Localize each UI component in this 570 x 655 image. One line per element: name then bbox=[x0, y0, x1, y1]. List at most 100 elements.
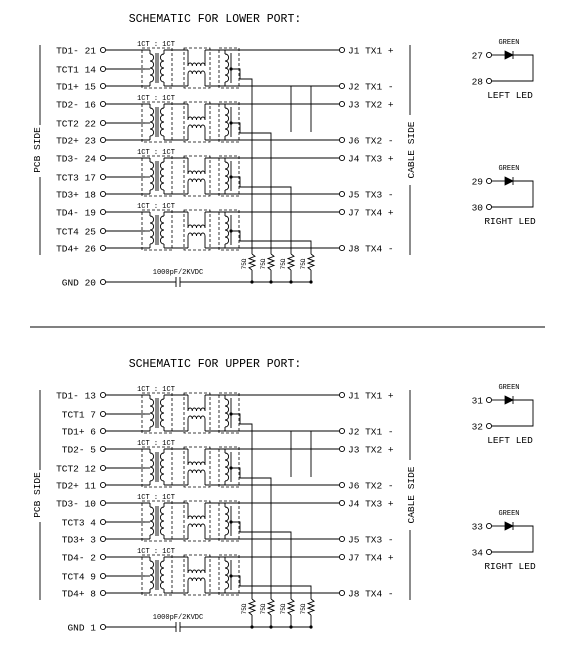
transformer-coil bbox=[159, 53, 165, 83]
pin-label: TD3- 24 bbox=[56, 154, 96, 165]
led-name-label: LEFT LED bbox=[487, 90, 533, 101]
ct-ratio-label: 1CT : 1CT bbox=[137, 41, 175, 49]
cable-side-label: CABLE SIDE bbox=[406, 121, 417, 178]
pin-terminal bbox=[99, 572, 107, 580]
choke-outline bbox=[183, 209, 211, 251]
autotransformer-outline bbox=[218, 392, 240, 434]
pin-label: TD2- 5 bbox=[62, 445, 97, 456]
pin-label: TD3+ 3 bbox=[62, 535, 97, 546]
led-return-wire bbox=[492, 525, 534, 553]
schematic-title: SCHEMATIC FOR UPPER PORT: bbox=[129, 358, 302, 371]
pin-terminal bbox=[338, 190, 346, 198]
led-pin-label: 27 bbox=[472, 51, 483, 62]
autotransformer-outline bbox=[218, 500, 240, 542]
pin-terminal bbox=[338, 208, 346, 216]
jack-label: J8 TX4 - bbox=[348, 244, 394, 255]
pin-label: TCT2 22 bbox=[56, 119, 96, 130]
choke-outline bbox=[183, 554, 211, 596]
pin-terminal bbox=[99, 499, 107, 507]
transformer-coil bbox=[159, 107, 165, 137]
pin-terminal bbox=[485, 77, 493, 85]
led-pin-label: 32 bbox=[472, 422, 484, 433]
pin-terminal bbox=[99, 82, 107, 90]
transformer-coil bbox=[224, 560, 230, 590]
pin-terminal bbox=[99, 623, 107, 631]
choke-outline bbox=[183, 47, 211, 89]
transformer-coil bbox=[224, 452, 230, 482]
pin-label: TCT1 14 bbox=[56, 65, 96, 76]
choke-coil bbox=[187, 407, 206, 412]
diode-triangle bbox=[504, 521, 514, 531]
transformer-coil bbox=[149, 560, 155, 590]
choke-coil bbox=[187, 523, 206, 528]
pin-label: TD2- 16 bbox=[56, 100, 96, 111]
pin-terminal bbox=[338, 46, 346, 54]
choke-coil bbox=[187, 469, 206, 474]
pin-terminal bbox=[99, 119, 107, 127]
pin-terminal bbox=[99, 427, 107, 435]
transformer-coil bbox=[159, 161, 165, 191]
ct-ratio-label: 1CT : 1CT bbox=[137, 386, 175, 394]
choke-coil bbox=[187, 62, 206, 67]
led-name-label: RIGHT LED bbox=[484, 561, 536, 572]
transformer-outline bbox=[141, 209, 173, 251]
choke-coil bbox=[187, 224, 206, 229]
center-tap-wire bbox=[231, 521, 292, 599]
pin-terminal bbox=[99, 154, 107, 162]
choke-outline bbox=[183, 500, 211, 542]
transformer-outline bbox=[141, 47, 173, 89]
transformer-outline bbox=[141, 155, 173, 197]
transformer-coil bbox=[224, 161, 230, 191]
choke-coil bbox=[187, 170, 206, 175]
pin-terminal bbox=[99, 244, 107, 252]
pcb-side-label: PCB SIDE bbox=[32, 472, 43, 518]
jack-label: J3 TX2 + bbox=[348, 100, 394, 111]
jack-label: J2 TX1 - bbox=[348, 427, 394, 438]
resistor bbox=[286, 598, 296, 616]
center-tap-wire bbox=[231, 413, 253, 599]
pin-terminal bbox=[338, 100, 346, 108]
pin-label: TCT3 4 bbox=[62, 518, 97, 529]
transformer-coil bbox=[224, 398, 230, 428]
autotransformer-outline bbox=[218, 554, 240, 596]
pin-terminal bbox=[99, 100, 107, 108]
pin-label: TCT1 7 bbox=[62, 410, 96, 421]
pin-label: TD4- 19 bbox=[56, 208, 96, 219]
pin-terminal bbox=[485, 51, 493, 59]
pin-terminal bbox=[485, 522, 493, 530]
resistor-label: 75Ω bbox=[241, 258, 248, 269]
pin-label: TD4+ 26 bbox=[56, 244, 96, 255]
pin-label: TCT4 25 bbox=[56, 227, 96, 238]
choke-outline bbox=[183, 446, 211, 488]
diode-triangle bbox=[504, 395, 514, 405]
autotransformer-outline bbox=[218, 155, 240, 197]
choke-outline bbox=[183, 101, 211, 143]
diode-triangle bbox=[504, 176, 514, 186]
transformer-coil bbox=[224, 506, 230, 536]
led-pin-label: 29 bbox=[472, 177, 484, 188]
transformer-coil bbox=[224, 53, 230, 83]
pin-terminal bbox=[99, 481, 107, 489]
ct-ratio-label: 1CT : 1CT bbox=[137, 95, 175, 103]
transformer-coil bbox=[149, 215, 155, 245]
jack-label: J4 TX3 + bbox=[348, 499, 394, 510]
led-pin-label: 30 bbox=[472, 203, 484, 214]
pin-terminal bbox=[485, 177, 493, 185]
ct-ratio-label: 1CT : 1CT bbox=[137, 149, 175, 157]
resistor bbox=[286, 253, 296, 271]
transformer-outline bbox=[141, 500, 173, 542]
ct-ratio-label: 1CT : 1CT bbox=[137, 203, 175, 211]
resistor bbox=[247, 598, 257, 616]
transformer-outline bbox=[141, 554, 173, 596]
transformer-coil bbox=[149, 53, 155, 83]
pin-label: TCT2 12 bbox=[56, 464, 96, 475]
resistor bbox=[266, 598, 276, 616]
